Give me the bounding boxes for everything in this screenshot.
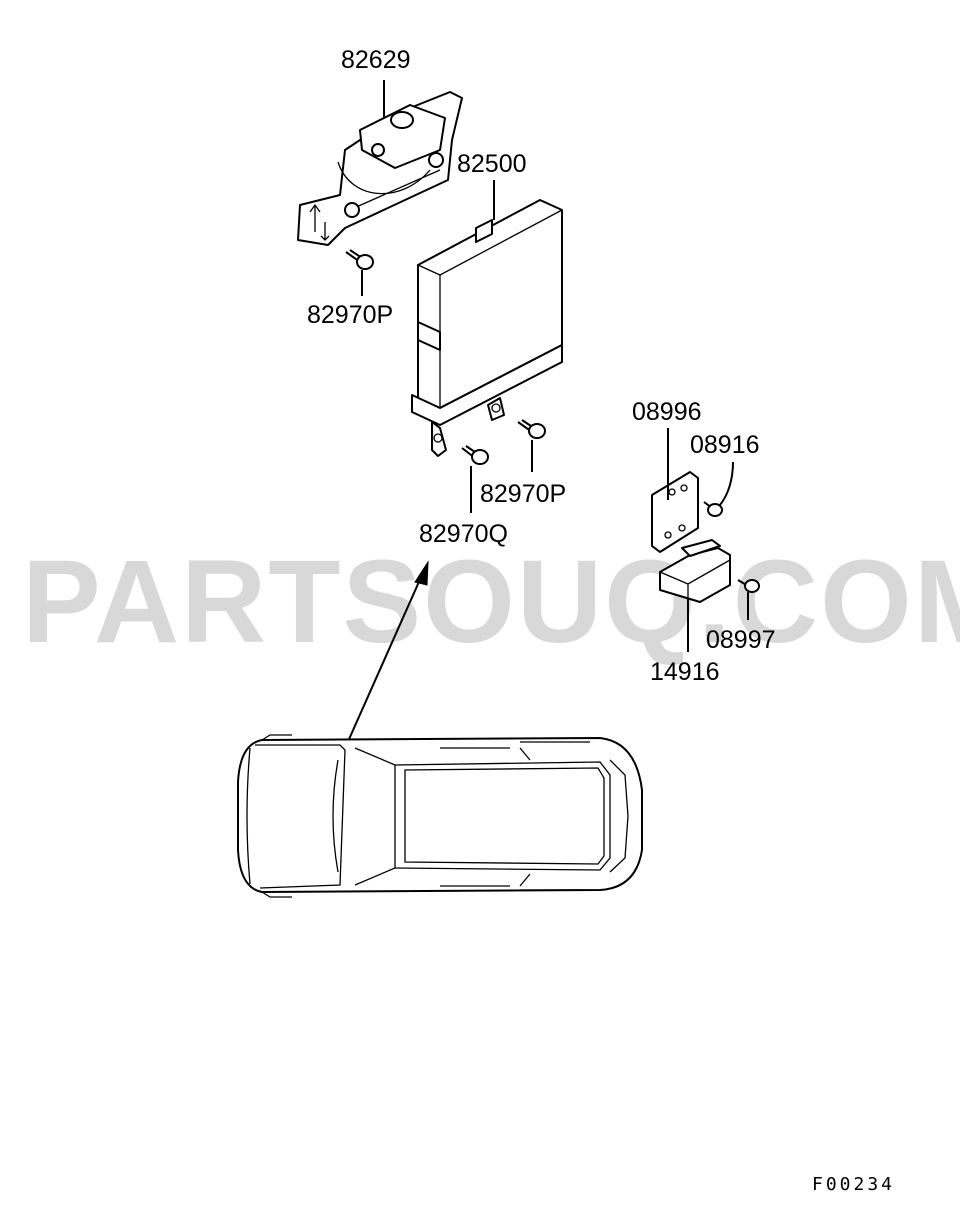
callout-82500: 82500	[457, 150, 527, 178]
callout-08997: 08997	[706, 626, 776, 654]
callout-08996: 08996	[632, 398, 702, 426]
callout-82629: 82629	[341, 46, 411, 74]
ecu-bolt-right[interactable]	[517, 419, 546, 439]
ecu-bolt-left[interactable]	[461, 445, 489, 465]
callout-82970q: 82970Q	[419, 520, 508, 548]
ecu-module[interactable]	[411, 199, 563, 457]
relay-bolt[interactable]	[737, 579, 760, 593]
vehicle-top-view	[237, 734, 643, 898]
figure-reference: F00234	[812, 1174, 895, 1195]
callout-08916: 08916	[690, 431, 760, 459]
callout-14916: 14916	[650, 658, 720, 686]
ecu-mounting-bracket[interactable]	[297, 91, 463, 246]
watermark: PARTSOUQ.COM	[22, 536, 960, 668]
callout-82970p-ecu: 82970P	[480, 480, 566, 508]
relay-bracket[interactable]	[651, 471, 699, 553]
bracket-bolt[interactable]	[345, 249, 374, 270]
callout-82970p-bracket: 82970P	[307, 301, 393, 329]
relay-screw[interactable]	[703, 501, 723, 517]
leader-lines	[361, 80, 749, 652]
relay[interactable]	[659, 539, 731, 603]
